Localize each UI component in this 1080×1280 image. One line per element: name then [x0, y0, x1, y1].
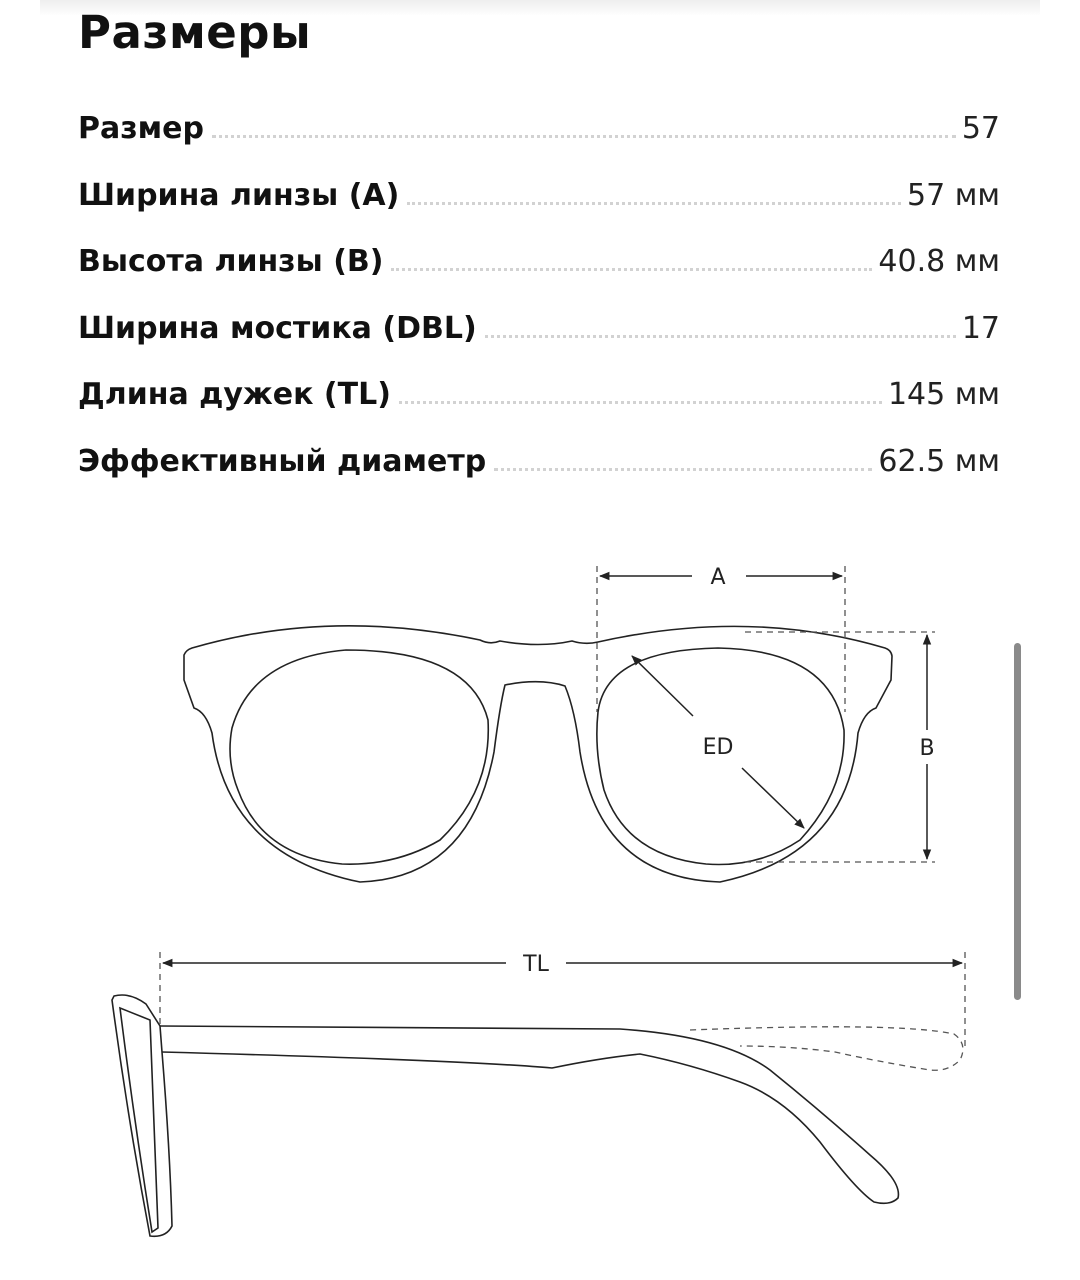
- temple-arm: [159, 1025, 900, 1205]
- label-b: B: [919, 736, 934, 761]
- spec-value: 57: [961, 111, 1000, 146]
- spec-label: Ширина линзы (A): [78, 177, 400, 213]
- spec-row-temple-length: Длина дужек (TL) 145 мм: [78, 352, 1000, 410]
- spec-label: Эффективный диаметр: [78, 443, 487, 479]
- temple-tip-dashed: [689, 1026, 964, 1071]
- spec-value: 145 мм: [887, 377, 1000, 412]
- spec-label: Длина дужек (TL): [78, 377, 391, 412]
- glasses-front-view: [183, 624, 893, 883]
- side-lens-front: [111, 994, 173, 1238]
- spec-value: 57 мм: [907, 177, 1000, 213]
- spec-row-size: Размер 57: [78, 86, 1000, 144]
- spec-label: Размер: [78, 111, 205, 146]
- spec-row-lens-height: Высота линзы (B) 40.8 мм: [78, 219, 1000, 277]
- dot-leader: [407, 201, 902, 205]
- left-lens: [229, 649, 490, 865]
- side-lens-inner: [119, 1006, 159, 1234]
- spec-label: Высота линзы (B): [78, 244, 384, 279]
- label-ed: ED: [703, 735, 734, 760]
- dot-leader: [391, 268, 873, 271]
- spec-value: 40.8 мм: [878, 244, 1000, 279]
- dot-leader: [398, 401, 882, 404]
- top-shadow: [40, 0, 1040, 16]
- dot-leader: [484, 334, 956, 338]
- dimension-tl: TL: [159, 952, 966, 1046]
- glasses-side-view: [111, 994, 964, 1238]
- dimension-ed: ED: [631, 655, 805, 829]
- right-lens: [596, 647, 845, 866]
- dot-leader: [494, 467, 873, 471]
- spec-value: 17: [961, 310, 1000, 346]
- spec-label: Ширина мостика (DBL): [78, 310, 477, 346]
- dot-leader: [212, 135, 956, 138]
- scrollbar[interactable]: [1014, 643, 1021, 1000]
- spec-value: 62.5 мм: [878, 443, 1000, 479]
- dimension-a: A: [596, 565, 846, 712]
- spec-row-effective-diameter: Эффективный диаметр 62.5 мм: [78, 419, 1000, 477]
- label-tl: TL: [522, 952, 549, 977]
- size-spec-list: Размер 57 Ширина линзы (A) 57 мм Высота …: [78, 86, 1000, 485]
- spec-row-bridge-width: Ширина мостика (DBL) 17: [78, 286, 1000, 344]
- page-title: Размеры: [78, 6, 312, 59]
- dimension-b: B: [745, 631, 935, 863]
- spec-row-lens-width: Ширина линзы (A) 57 мм: [78, 153, 1000, 211]
- label-a: A: [710, 565, 725, 590]
- frame-outline: [183, 624, 893, 883]
